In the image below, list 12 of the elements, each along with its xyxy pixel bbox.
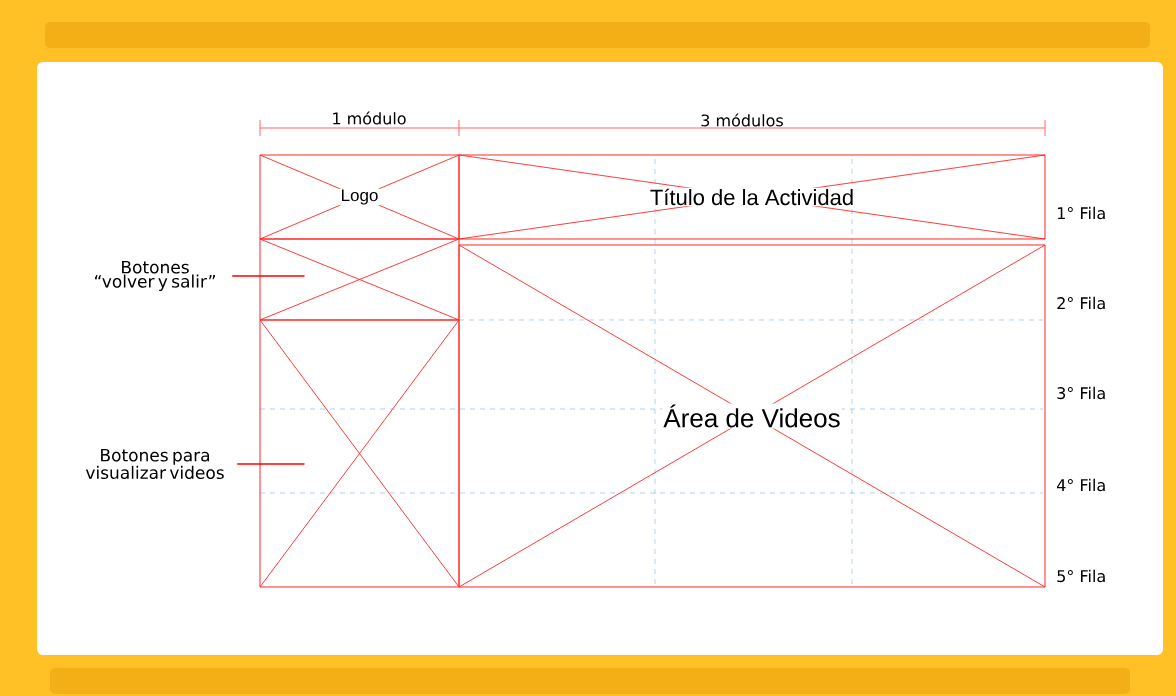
callout-text: Botones para visualizar videos — [85, 448, 224, 480]
dimension-label: 1 módulo — [333, 111, 406, 125]
placeholder-box: Área de Videos — [458, 244, 1046, 588]
placeholder-box — [259, 319, 460, 588]
leader-line — [231, 275, 306, 277]
dimension-label: 3 módulos — [701, 113, 783, 127]
placeholder-box: Logo — [259, 154, 460, 240]
placeholder-box — [259, 238, 460, 321]
row-label: 1° Fila — [1057, 206, 1105, 220]
leader-line — [236, 463, 306, 465]
placeholder-box: Título de la Actividad — [458, 154, 1046, 240]
callout-text: Botones “volver y salir” — [95, 260, 215, 292]
